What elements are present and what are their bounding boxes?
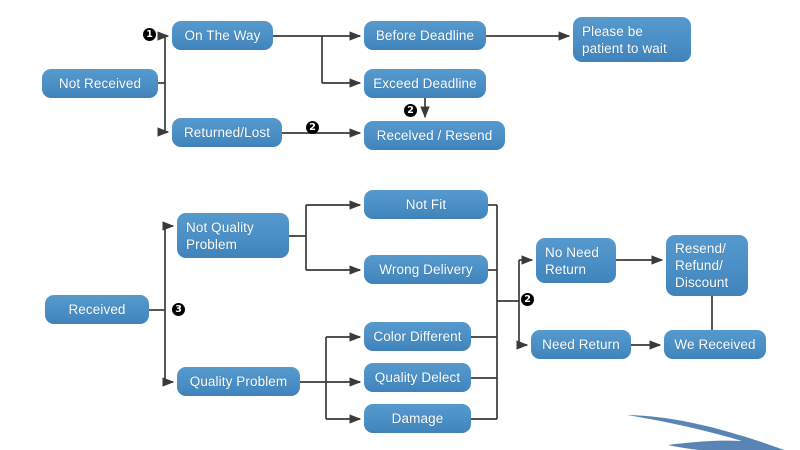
badge-2-exceed-deadline-icon: 2 xyxy=(404,104,417,117)
node-not-quality-problem[interactable]: Not Quality Problem xyxy=(177,213,289,258)
node-label: Not Quality Problem xyxy=(186,219,254,252)
node-label: Please be patient to wait xyxy=(582,23,667,56)
node-please-be-patient[interactable]: Please be patient to wait xyxy=(573,17,691,62)
node-exceed-deadline[interactable]: Exceed Deadline xyxy=(364,69,486,98)
node-label: Not Fit xyxy=(405,197,447,212)
node-before-deadline[interactable]: Before Deadline xyxy=(364,21,486,50)
node-label: Quality Problem xyxy=(189,374,288,389)
node-need-return[interactable]: Need Return xyxy=(531,330,631,359)
node-label: Returned/Lost xyxy=(183,125,271,140)
node-label: Quality Delect xyxy=(374,370,461,385)
node-quality-problem[interactable]: Quality Problem xyxy=(177,367,300,396)
node-label: Color Different xyxy=(373,329,462,344)
node-label: Before Deadline xyxy=(375,28,475,43)
node-resend-refund-discount[interactable]: Resend/ Refund/ Discount xyxy=(666,235,748,296)
node-not-fit[interactable]: Not Fit xyxy=(364,190,488,219)
node-returned-lost[interactable]: Returned/Lost xyxy=(172,118,282,147)
node-label: Not Received xyxy=(58,76,142,91)
node-received[interactable]: Received xyxy=(45,295,149,324)
node-label: We Received xyxy=(674,337,756,352)
node-label: Exceed Deadline xyxy=(373,76,477,91)
badge-1-not-received-icon: 1 xyxy=(143,28,156,41)
node-color-different[interactable]: Color Different xyxy=(364,322,471,351)
node-damage[interactable]: Damage xyxy=(364,404,471,433)
node-quality-delect[interactable]: Quality Delect xyxy=(364,363,471,392)
node-label: Recelved / Resend xyxy=(376,128,493,143)
badge-3-received-icon: 3 xyxy=(172,303,185,316)
node-label: Resend/ Refund/ Discount xyxy=(675,241,729,290)
badge-2-returned-lost-icon: 2 xyxy=(306,121,319,134)
node-wrong-delivery[interactable]: Wrong Delivery xyxy=(364,255,488,284)
node-label: On The Way xyxy=(184,28,261,43)
node-received-resend[interactable]: Recelved / Resend xyxy=(364,121,505,150)
node-label: Damage xyxy=(391,411,444,426)
badge-2-return-decision-icon: 2 xyxy=(521,293,534,306)
node-no-need-return[interactable]: No Need Return xyxy=(536,238,616,283)
node-label: No Need Return xyxy=(545,244,599,277)
node-on-the-way[interactable]: On The Way xyxy=(172,21,273,50)
node-label: Received xyxy=(68,302,126,317)
node-we-received[interactable]: We Received xyxy=(664,330,766,359)
node-not-received[interactable]: Not Received xyxy=(42,69,158,98)
node-label: Wrong Delivery xyxy=(379,262,473,277)
node-label: Need Return xyxy=(542,337,620,352)
